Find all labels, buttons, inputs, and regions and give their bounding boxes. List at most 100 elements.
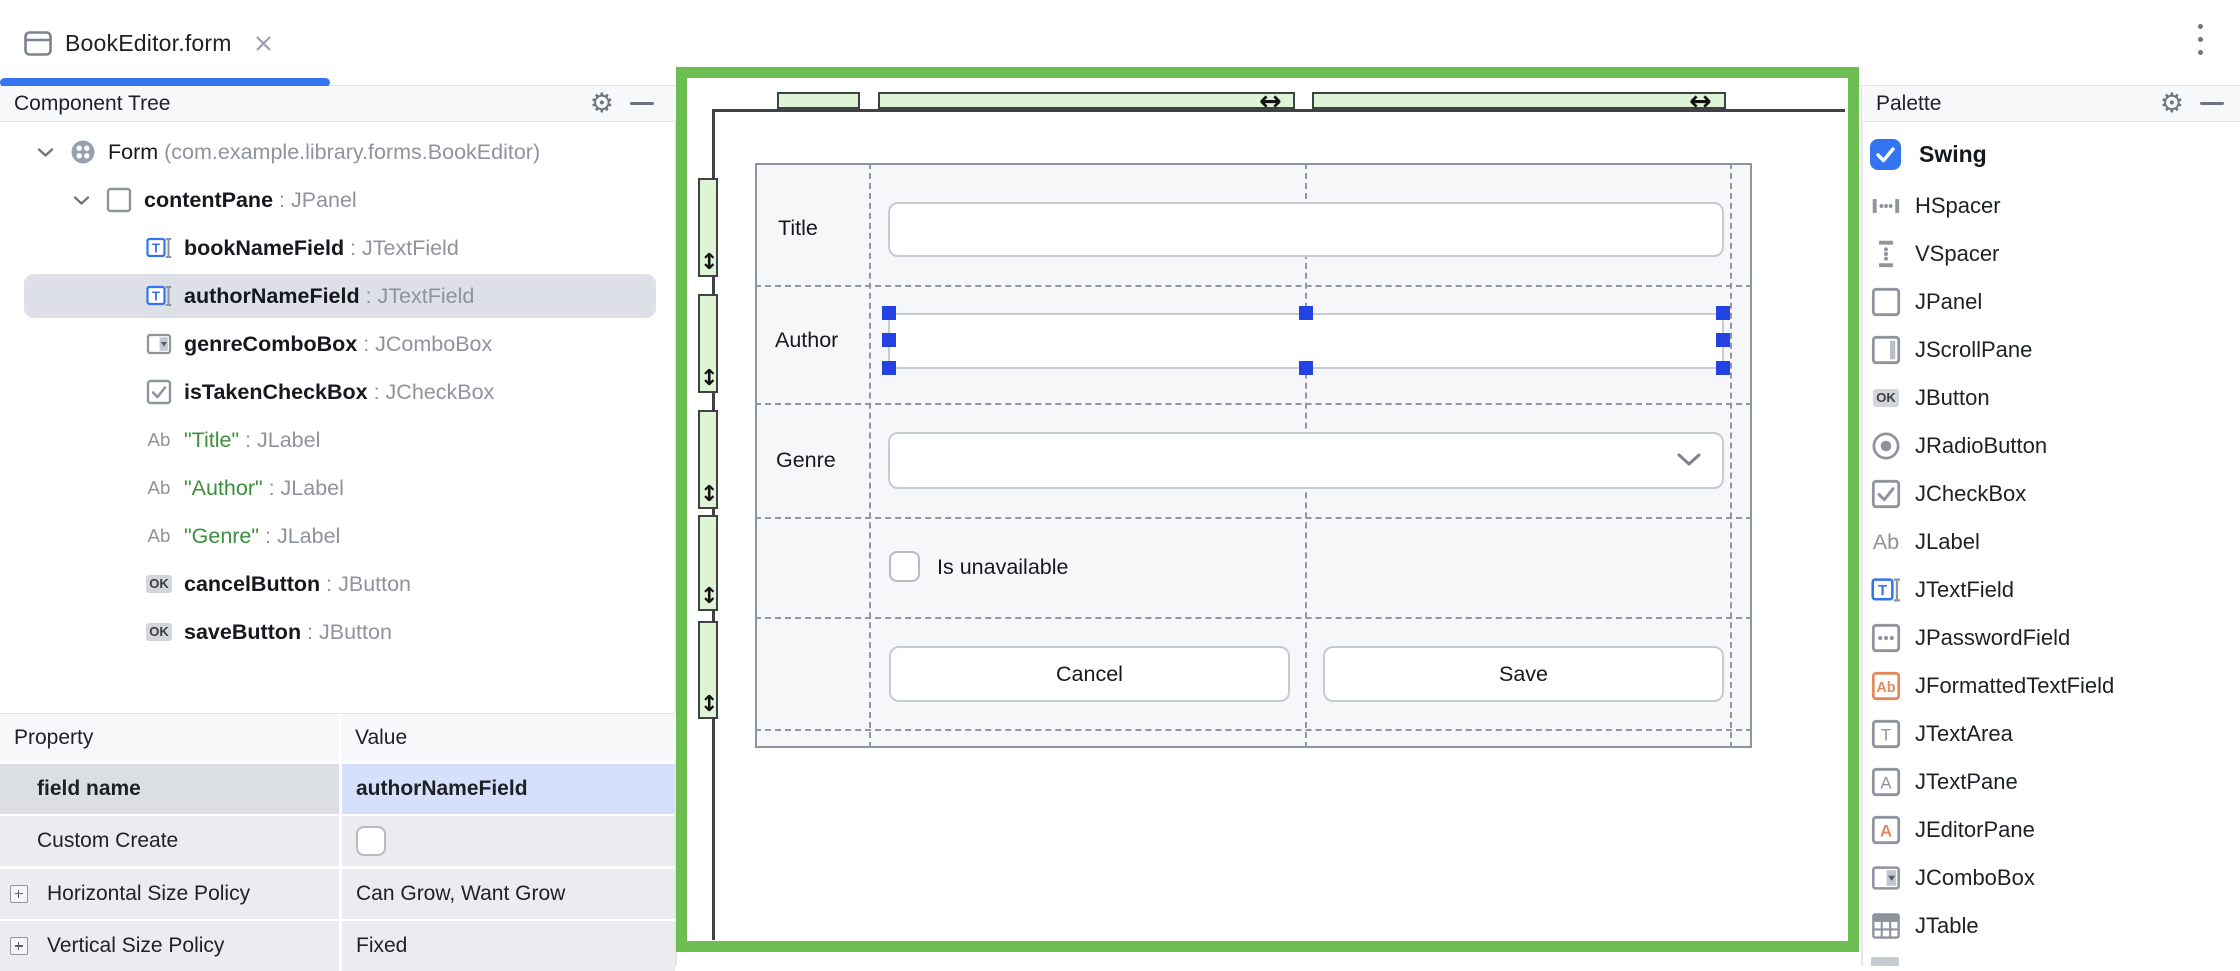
jpanel-icon <box>1871 287 1901 317</box>
hide-panel-icon[interactable] <box>630 102 654 105</box>
palette-item-hspacer[interactable]: HSpacer <box>1862 182 2240 230</box>
property-value[interactable]: Fixed <box>356 934 408 957</box>
left-panel-divider <box>675 86 677 966</box>
gear-icon[interactable]: ⚙ <box>589 88 614 119</box>
form-label-author[interactable]: Author <box>775 328 839 352</box>
hide-panel-icon[interactable] <box>2200 102 2224 105</box>
jscrollpane-icon <box>1871 335 1901 365</box>
palette-item-jtextfield[interactable]: T JTextField <box>1862 566 2240 614</box>
palette-item-jpanel[interactable]: JPanel <box>1862 278 2240 326</box>
property-value[interactable]: authorNameField <box>356 776 528 800</box>
palette-item-jcombobox[interactable]: JComboBox <box>1862 854 2240 902</box>
chevron-down-icon[interactable] <box>66 195 96 206</box>
jpanel-icon <box>106 187 132 213</box>
tree-row-Form[interactable]: Form (com.example.library.forms.BookEdit… <box>0 128 676 176</box>
jlabel-icon: Ab <box>147 429 171 450</box>
jcombobox-icon <box>1871 863 1901 893</box>
component-tree-title: Component Tree <box>14 91 171 115</box>
tab-bookeditor-form[interactable]: BookEditor.form <box>14 10 283 76</box>
selection-handle[interactable] <box>1716 306 1730 320</box>
palette-item-jscrollpane[interactable]: JScrollPane <box>1862 326 2240 374</box>
tree-row-Title[interactable]: Ab"Title" : JLabel <box>0 416 676 464</box>
palette-item-label: JEditorPane <box>1915 817 2035 842</box>
palette-item-jradiobutton[interactable]: JRadioButton <box>1862 422 2240 470</box>
tree-node-type: : JButton <box>320 571 412 596</box>
palette-title: Palette <box>1876 91 1942 115</box>
jtextfield-icon: T <box>146 283 172 309</box>
palette-item-label: JTextField <box>1915 577 2015 602</box>
column-header-segment[interactable] <box>1312 92 1726 109</box>
gear-icon[interactable]: ⚙ <box>2159 88 2184 119</box>
tree-row-isTakenCheckBox[interactable]: isTakenCheckBox : JCheckBox <box>0 368 676 416</box>
cancel-button[interactable]: Cancel <box>889 646 1290 702</box>
palette-group-swing[interactable]: Swing <box>1862 128 2240 180</box>
row-header-segment[interactable] <box>698 621 718 719</box>
selection-handle[interactable] <box>1299 361 1313 375</box>
selection-handle[interactable] <box>882 306 896 320</box>
tree-row-Author[interactable]: Ab"Author" : JLabel <box>0 464 676 512</box>
palette-item-label: JPasswordField <box>1915 625 2071 650</box>
chevron-down-icon[interactable] <box>30 147 60 158</box>
palette-group-label: Swing <box>1919 140 1987 167</box>
selection-handle[interactable] <box>882 333 896 347</box>
tree-row-contentPane[interactable]: contentPane : JPanel <box>0 176 676 224</box>
is-unavailable-label[interactable]: Is unavailable <box>937 555 1069 579</box>
row-header-segment[interactable] <box>698 410 718 509</box>
checked-checkbox-icon[interactable] <box>1870 138 1901 170</box>
selection-handle[interactable] <box>1299 306 1313 320</box>
title-textfield[interactable] <box>888 202 1724 257</box>
row-header-segment[interactable] <box>698 178 718 277</box>
selection-handle[interactable] <box>1716 333 1730 347</box>
tree-node-name: contentPane <box>144 187 274 212</box>
expand-icon[interactable] <box>10 884 28 903</box>
palette-item-label: JTextArea <box>1915 721 2013 746</box>
property-row-custom-create[interactable]: Custom Create <box>0 816 676 866</box>
palette-item-vspacer[interactable]: VSpacer <box>1862 230 2240 278</box>
genre-combobox[interactable] <box>888 432 1724 489</box>
selection-handle[interactable] <box>1716 361 1730 375</box>
tree-node-type: : JTextField <box>359 283 475 308</box>
custom-create-checkbox[interactable] <box>356 826 386 856</box>
save-button[interactable]: Save <box>1323 646 1724 702</box>
jtextfield-icon: T <box>1871 575 1901 605</box>
palette-item-label: JButton <box>1915 385 1990 410</box>
vertical-resize-icon: ↕ <box>700 482 719 507</box>
row-header-segment[interactable] <box>698 515 718 611</box>
expand-icon[interactable] <box>10 937 28 955</box>
selection-handle[interactable] <box>882 361 896 375</box>
palette-item-jpasswordfield[interactable]: JPasswordField <box>1862 614 2240 662</box>
column-header-segment[interactable] <box>878 92 1295 109</box>
jlabel-icon: Ab <box>1872 529 1900 554</box>
palette-item-label: VSpacer <box>1915 241 2000 266</box>
kebab-menu-icon[interactable] <box>2185 18 2215 62</box>
tree-node-type: : JPanel <box>273 187 357 212</box>
tree-row-Genre[interactable]: Ab"Genre" : JLabel <box>0 512 676 560</box>
close-icon[interactable] <box>254 34 273 53</box>
palette-item-jtable[interactable]: JTable <box>1862 902 2240 950</box>
form-label-title[interactable]: Title <box>778 216 818 240</box>
column-header-segment[interactable] <box>777 92 860 109</box>
palette-divider <box>1861 86 1863 966</box>
form-label-genre[interactable]: Genre <box>776 448 836 472</box>
palette-item-label: JCheckBox <box>1915 481 2027 506</box>
row-header-segment[interactable] <box>698 294 718 393</box>
palette-item-label: HSpacer <box>1915 193 2001 218</box>
palette-item-jcheckbox[interactable]: JCheckBox <box>1862 470 2240 518</box>
property-value[interactable]: Can Grow, Want Grow <box>356 881 566 905</box>
is-unavailable-checkbox[interactable] <box>889 551 920 582</box>
tree-node-name: authorNameField <box>184 283 360 308</box>
tree-row-genreComboBox[interactable]: genreComboBox : JComboBox <box>0 320 676 368</box>
